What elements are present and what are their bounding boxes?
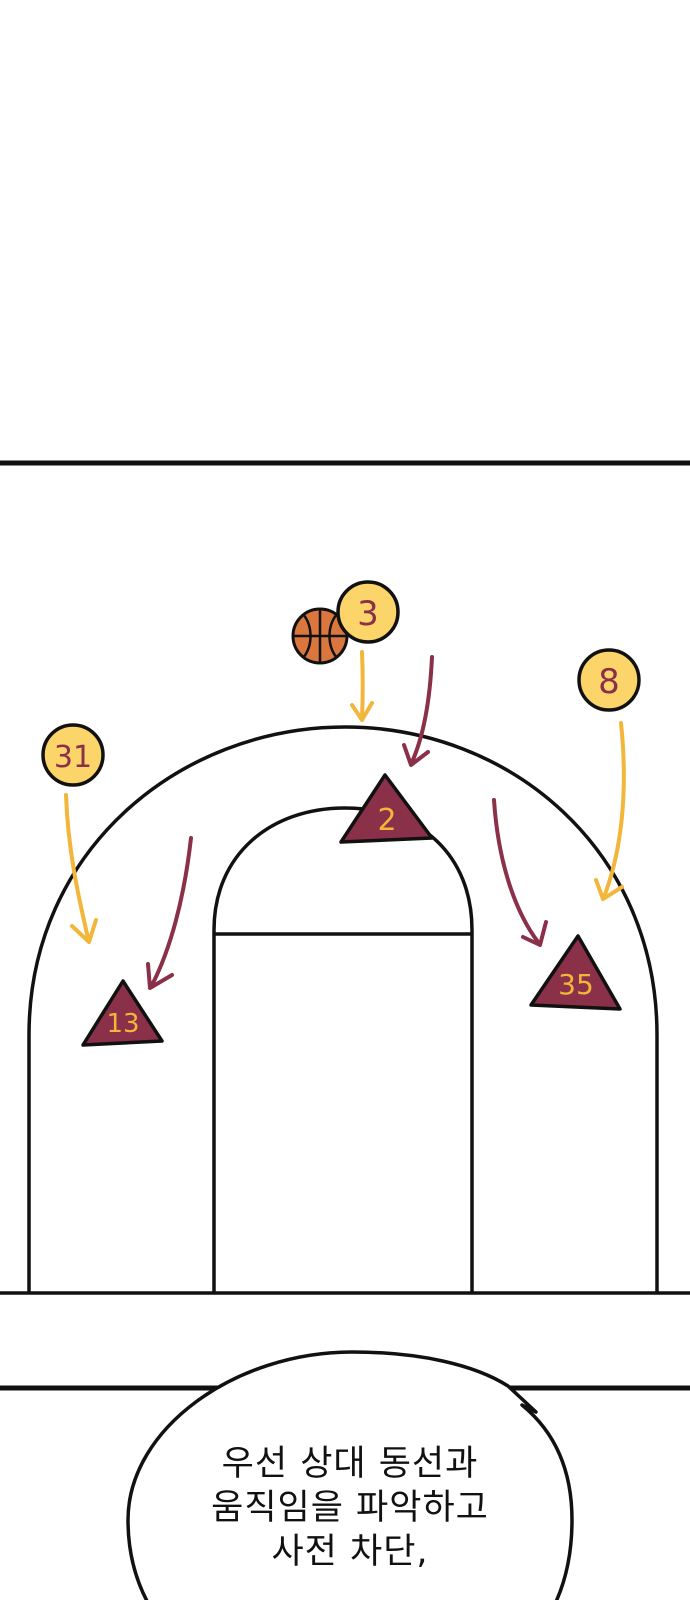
basketball-icon <box>291 607 349 665</box>
offense-player-31-number: 31 <box>54 740 92 775</box>
arrow-offense-3 <box>360 650 365 720</box>
offense-player-31: 31 <box>41 723 105 787</box>
speech-bubble-text: 우선 상대 동선과 움직임을 파악하고 사전 차단, <box>170 1442 530 1574</box>
arrowhead-offense-3 <box>350 701 374 722</box>
arrowhead-offense-8 <box>594 878 624 901</box>
arrowhead-defense-13 <box>146 962 174 990</box>
arrow-defense-35 <box>492 798 540 944</box>
arrowhead-defense-35 <box>521 920 548 947</box>
defense-player-35: 35 <box>529 934 622 1011</box>
defense-player-13: 13 <box>81 979 164 1047</box>
arrow-offense-31 <box>64 793 90 940</box>
offense-player-3-number: 3 <box>357 594 379 634</box>
offense-player-8: 8 <box>577 648 641 712</box>
speech-line-1: 우선 상대 동선과 <box>221 1444 479 1484</box>
defense-player-13-number: 13 <box>106 1009 139 1039</box>
arrow-defense-2 <box>410 655 434 764</box>
arrow-offense-8 <box>602 721 626 899</box>
arrowhead-defense-2 <box>402 743 430 767</box>
key-area <box>212 806 474 1293</box>
speech-bubble <box>126 1350 574 1600</box>
speech-line-2: 움직임을 파악하고 <box>211 1488 489 1528</box>
arrow-defense-13 <box>150 836 193 987</box>
speech-line-3: 사전 차단, <box>271 1532 429 1572</box>
arrowhead-offense-31 <box>70 918 98 944</box>
offense-player-8-number: 8 <box>598 662 620 702</box>
defense-player-2-number: 2 <box>377 803 396 838</box>
defense-player-2: 2 <box>339 773 434 844</box>
offense-player-3: 3 <box>336 580 400 644</box>
defense-player-35-number: 35 <box>558 968 594 1001</box>
three-point-line <box>27 725 659 1293</box>
